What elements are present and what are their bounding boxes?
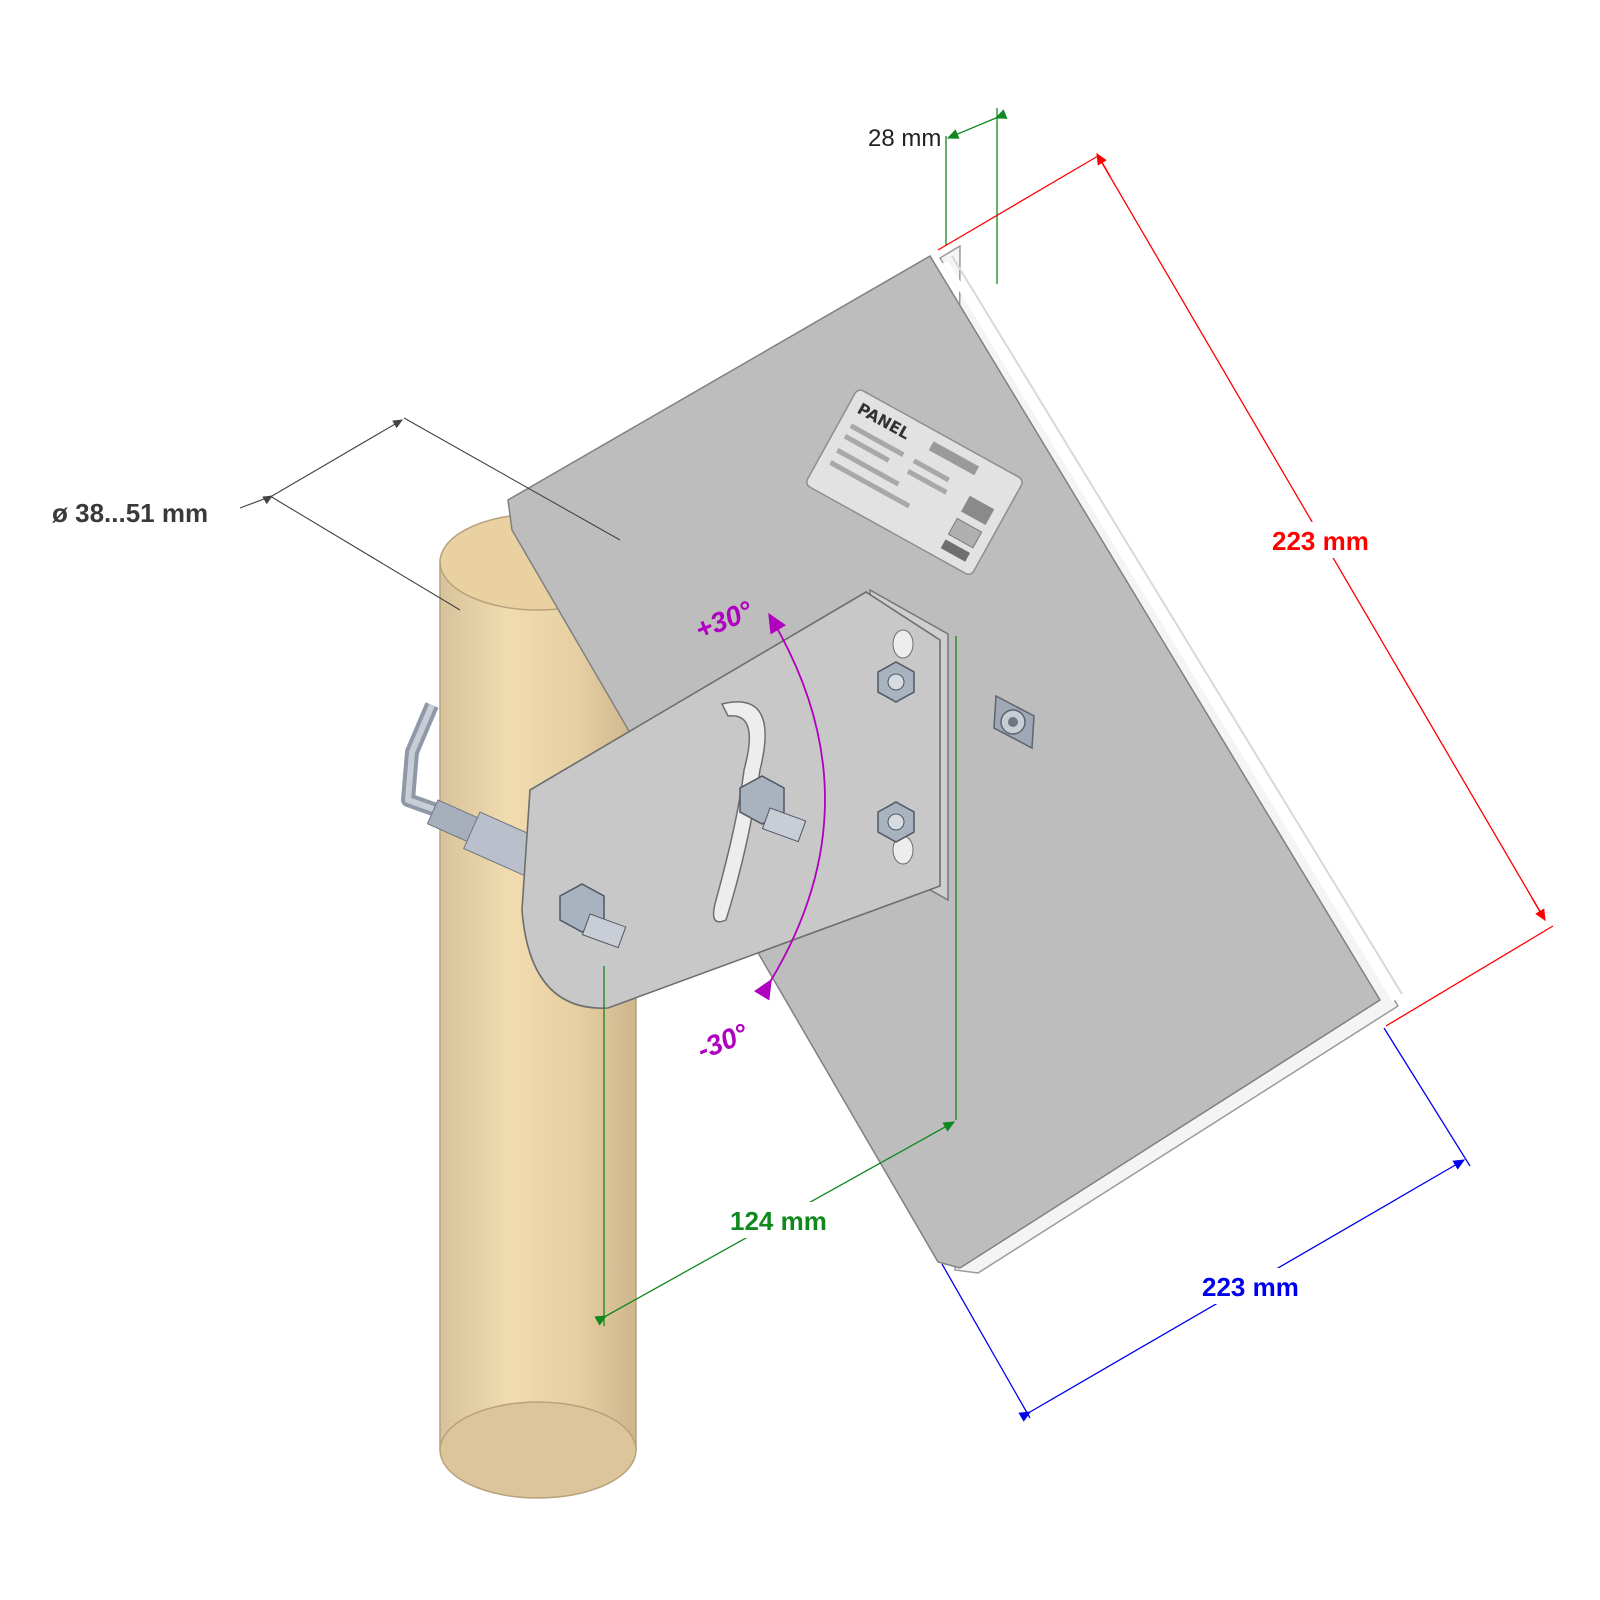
dimension-mast-diameter: ø 38...51 mm (52, 417, 621, 611)
u-bolt-clamp (401, 702, 545, 878)
tilt-down-label: -30° (693, 1017, 753, 1065)
dimension-width-label: 223 mm (1202, 1272, 1299, 1302)
dimension-offset: 124 mm (594, 636, 957, 1326)
dimension-width: 223 mm (941, 1027, 1471, 1422)
bolt-upper (877, 661, 915, 703)
dimension-height-label: 223 mm (1272, 526, 1369, 556)
dimension-height: 223 mm (937, 152, 1554, 1027)
rf-connector (993, 694, 1035, 750)
dimension-mast-diameter-label: ø 38...51 mm (52, 498, 208, 528)
dimension-depth: 28 mm (868, 108, 1008, 284)
dimension-depth-label: 28 mm (868, 125, 941, 152)
bolt-pivot (559, 883, 627, 949)
dimension-offset-label: 124 mm (730, 1206, 827, 1236)
product-label: PANEL (806, 389, 1023, 575)
bolt-lower (877, 801, 915, 843)
